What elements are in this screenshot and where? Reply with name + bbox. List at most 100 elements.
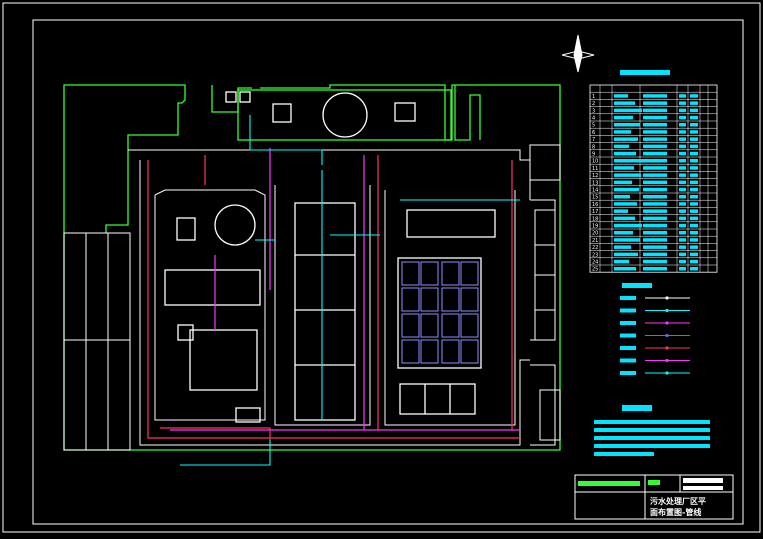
table-row-number: 9 xyxy=(592,152,595,158)
filter-cell xyxy=(420,287,439,312)
legend-label xyxy=(620,321,636,325)
table-cell-spec xyxy=(643,259,667,264)
table-cell-qty xyxy=(690,144,698,149)
table-cell-qty xyxy=(690,108,698,113)
table-cell-unit xyxy=(679,195,686,199)
filter-cell xyxy=(441,287,460,312)
table-cell-name xyxy=(614,202,637,206)
table-cell-qty xyxy=(690,202,698,206)
table-cell-qty xyxy=(690,159,698,163)
filter-cell xyxy=(460,339,479,364)
table-cell-name xyxy=(614,187,639,192)
table-row-number: 21 xyxy=(592,238,598,244)
table-cell-qty xyxy=(690,151,698,156)
table-cell-name xyxy=(614,137,638,141)
table-cell-qty xyxy=(690,259,698,264)
table-cell-qty xyxy=(690,187,698,192)
table-cell-name xyxy=(614,259,629,264)
table-cell-name xyxy=(614,159,643,163)
table-cell-unit xyxy=(679,166,686,170)
legend-marker xyxy=(665,333,669,338)
table-cell-spec xyxy=(643,223,667,228)
table-cell-unit xyxy=(679,187,686,192)
site-boundary xyxy=(63,84,561,451)
filter-cells xyxy=(401,261,479,364)
clarifier-top xyxy=(322,92,368,138)
table-cell-name xyxy=(614,101,635,105)
table-cell-name xyxy=(614,252,638,257)
filter-cell xyxy=(441,313,460,338)
table-row-number: 17 xyxy=(592,209,598,215)
table-row-number: 20 xyxy=(592,231,598,237)
table-cell-spec xyxy=(643,108,667,113)
table-cell-unit xyxy=(679,137,686,141)
table-cell-qty xyxy=(690,209,698,213)
table-cell-qty xyxy=(690,180,698,185)
table-cell-name xyxy=(614,231,633,235)
table-cell-name xyxy=(614,94,628,98)
table-cell-name xyxy=(614,123,640,127)
table-cell-spec xyxy=(643,267,667,271)
table-cell-qty xyxy=(690,130,698,134)
treatment-structures xyxy=(164,91,496,423)
table-cell-unit xyxy=(679,252,686,257)
table-row-number: 7 xyxy=(592,137,595,143)
compass-star-icon xyxy=(561,34,595,73)
table-cell-qty xyxy=(690,115,698,120)
table-cell-spec xyxy=(643,202,667,206)
table-row-number: 8 xyxy=(592,144,595,150)
table-cell-name xyxy=(614,115,633,120)
table-cell-qty xyxy=(690,166,698,170)
table-cell-spec xyxy=(643,123,667,127)
filter-cell xyxy=(420,313,439,338)
table-cell-unit xyxy=(679,209,686,213)
table-cell-spec xyxy=(643,231,667,235)
table-row-number: 3 xyxy=(592,108,595,114)
legend-title-bar xyxy=(622,283,652,288)
table-cell-spec xyxy=(643,245,667,249)
table-cell-qty xyxy=(690,101,698,105)
table-cell-name xyxy=(614,245,631,249)
legend-panel xyxy=(620,283,690,375)
table-cell-unit xyxy=(679,180,686,185)
table-cell-name xyxy=(614,151,636,156)
table-cell-unit xyxy=(679,94,686,98)
table-cell-unit xyxy=(679,202,686,206)
pipes-magenta xyxy=(170,148,520,431)
table-cell-name xyxy=(614,173,641,177)
table-cell-name xyxy=(614,216,635,221)
table-cell-qty xyxy=(690,137,698,141)
table-cell-spec xyxy=(643,252,667,257)
table-cell-qty xyxy=(690,252,698,257)
table-cell-unit xyxy=(679,123,686,127)
filter-cell xyxy=(420,261,439,286)
table-cell-unit xyxy=(679,223,686,228)
table-cell-unit xyxy=(679,130,686,134)
table-cell-qty xyxy=(690,223,698,228)
table-row-number: 18 xyxy=(592,216,598,222)
table-row-number: 11 xyxy=(592,166,598,172)
table-cell-spec xyxy=(643,137,667,141)
table-cell-name xyxy=(614,238,640,242)
table-cell-qty xyxy=(690,173,698,177)
legend-label xyxy=(620,296,636,300)
table-row-number: 19 xyxy=(592,224,598,230)
table-row-number: 22 xyxy=(592,245,598,251)
table-cell-unit xyxy=(679,173,686,177)
parking-grid-left xyxy=(63,232,131,451)
table-row-number: 23 xyxy=(592,252,598,258)
legend-marker xyxy=(665,321,669,325)
table-cell-unit xyxy=(679,115,686,120)
table-cell-spec xyxy=(643,94,667,98)
table-cell-qty xyxy=(690,195,698,199)
filter-cell xyxy=(401,261,420,286)
table-cell-qty xyxy=(690,216,698,221)
drawing-title-line2: 面布置图-管线 xyxy=(650,507,701,517)
equipment-table: 1234567891011121314151617181920212223242… xyxy=(589,70,718,273)
parking-grid-right xyxy=(534,209,561,441)
table-cell-unit xyxy=(679,144,686,149)
table-row-number: 15 xyxy=(592,195,598,201)
sheet-outer-frame xyxy=(2,2,761,533)
